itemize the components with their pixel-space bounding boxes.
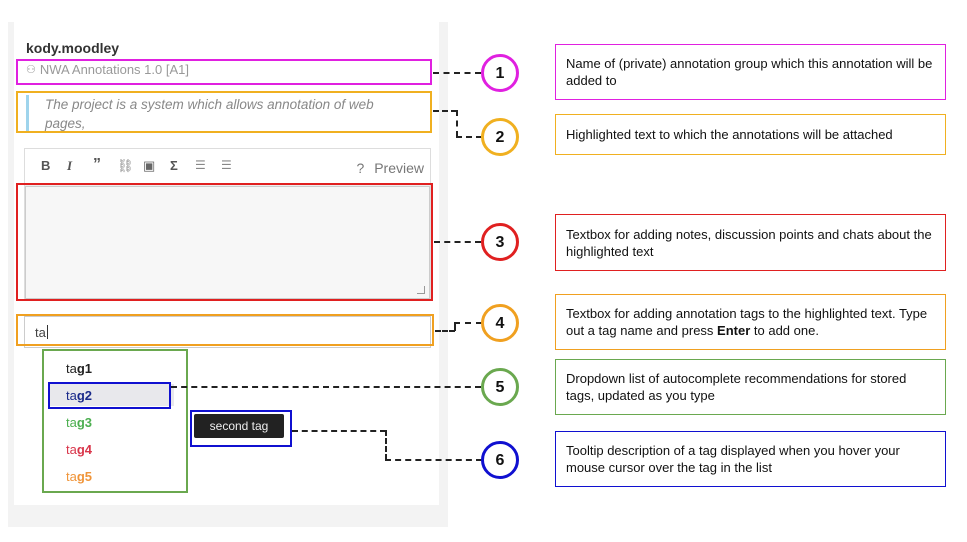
markdown-editor: B I ” ⛓ ▣ Σ ☰ ☰ ? Preview	[24, 148, 431, 300]
description-text: Textbox for adding annotation tags to th…	[566, 305, 935, 339]
bullet-list-button[interactable]: ☰	[221, 158, 232, 172]
callout-description-4: Textbox for adding annotation tags to th…	[555, 294, 946, 350]
help-icon[interactable]: ?	[356, 160, 365, 176]
connector-2c	[456, 136, 482, 138]
description-text-part: Textbox for adding annotation tags to th…	[566, 306, 928, 338]
callout-number-6: 6	[481, 441, 519, 479]
callout-number-4: 4	[481, 304, 519, 342]
description-text: Name of (private) annotation group which…	[566, 56, 933, 88]
description-text-bold: Enter	[717, 323, 751, 338]
tag-prefix: ta	[66, 442, 77, 457]
editor-toolbar: B I ” ⛓ ▣ Σ ☰ ☰ ? Preview	[25, 149, 430, 186]
callout-description-2: Highlighted text to which the annotation…	[555, 114, 946, 155]
connector-4a	[435, 330, 455, 332]
connector-6a	[292, 430, 386, 432]
bold-button[interactable]: B	[41, 158, 51, 173]
description-text: Dropdown list of autocomplete recommenda…	[566, 371, 907, 403]
highlight-box-6	[190, 410, 292, 447]
description-text: Tooltip description of a tag displayed w…	[566, 443, 900, 475]
tag-suffix: g3	[76, 415, 93, 430]
italic-button[interactable]: I	[67, 158, 73, 173]
highlight-box-tag2	[48, 382, 171, 409]
description-text: Highlighted text to which the annotation…	[566, 127, 893, 142]
tag-input[interactable]: ta	[24, 316, 431, 348]
connector-3	[434, 241, 481, 243]
quote-text: The project is a system which allows ann…	[45, 97, 374, 131]
callout-description-1: Name of (private) annotation group which…	[555, 44, 946, 100]
callout-number-2: 2	[481, 118, 519, 156]
numbered-list-button[interactable]: ☰	[195, 158, 206, 172]
callout-description-5: Dropdown list of autocomplete recommenda…	[555, 359, 946, 415]
dropdown-item-tag3[interactable]: tag3	[66, 415, 92, 430]
image-button[interactable]: ▣	[143, 158, 156, 173]
username: kody.moodley	[26, 40, 120, 56]
preview-toggle[interactable]: ? Preview	[357, 160, 424, 176]
annotation-group-selector[interactable]: ⚇ NWA Annotations 1.0 [A1]	[26, 62, 189, 77]
highlight-box-3	[16, 183, 433, 301]
connector-2a	[433, 110, 457, 112]
connector-5	[171, 386, 481, 388]
callout-description-3: Textbox for adding notes, discussion poi…	[555, 214, 946, 271]
connector-4c	[454, 322, 482, 324]
connector-2b	[456, 110, 458, 137]
math-button[interactable]: Σ	[170, 158, 178, 173]
highlight-box-4	[16, 314, 434, 346]
group-icon: ⚇	[26, 64, 36, 76]
tag-prefix: ta	[66, 415, 77, 430]
dropdown-item-tag4[interactable]: tag4	[66, 442, 92, 457]
highlighted-quote: The project is a system which allows ann…	[26, 95, 429, 133]
connector-6b	[385, 430, 387, 460]
highlight-box-1	[16, 59, 432, 85]
callout-description-6: Tooltip description of a tag displayed w…	[555, 431, 946, 487]
group-name: NWA Annotations 1.0 [A1]	[39, 62, 189, 77]
tag-suffix: g4	[76, 442, 93, 457]
dropdown-item-tag2[interactable]: tag2	[66, 388, 92, 403]
link-button[interactable]: ⛓	[117, 158, 134, 173]
text-caret	[46, 325, 48, 339]
description-text-part: to add one.	[750, 323, 819, 338]
dropdown-selected-highlight	[49, 384, 174, 406]
tag-prefix: ta	[66, 469, 77, 484]
preview-label: Preview	[374, 160, 424, 176]
callout-number-1: 1	[481, 54, 519, 92]
callout-number-3: 3	[481, 223, 519, 261]
highlight-box-2	[16, 91, 432, 133]
dropdown-item-tag5[interactable]: tag5	[66, 469, 92, 484]
notes-textarea[interactable]	[25, 186, 430, 299]
resize-handle[interactable]	[417, 286, 425, 294]
dropdown-item-tag1[interactable]: tag1	[66, 361, 92, 376]
callout-number-5: 5	[481, 368, 519, 406]
highlight-box-5	[42, 349, 188, 493]
connector-6c	[385, 459, 482, 461]
tag-prefix: ta	[66, 388, 77, 403]
tag-suffix: g1	[76, 361, 93, 376]
tag-autocomplete-dropdown	[44, 349, 186, 492]
tag-tooltip: second tag	[194, 414, 284, 438]
connector-4b	[454, 322, 456, 331]
tag-suffix: g2	[76, 388, 93, 403]
tag-prefix: ta	[66, 361, 77, 376]
tag-input-value: ta	[35, 325, 46, 340]
quote-button[interactable]: ”	[93, 156, 101, 173]
tag-suffix: g5	[76, 469, 93, 484]
connector-1	[433, 72, 481, 74]
description-text: Textbox for adding notes, discussion poi…	[566, 226, 932, 259]
